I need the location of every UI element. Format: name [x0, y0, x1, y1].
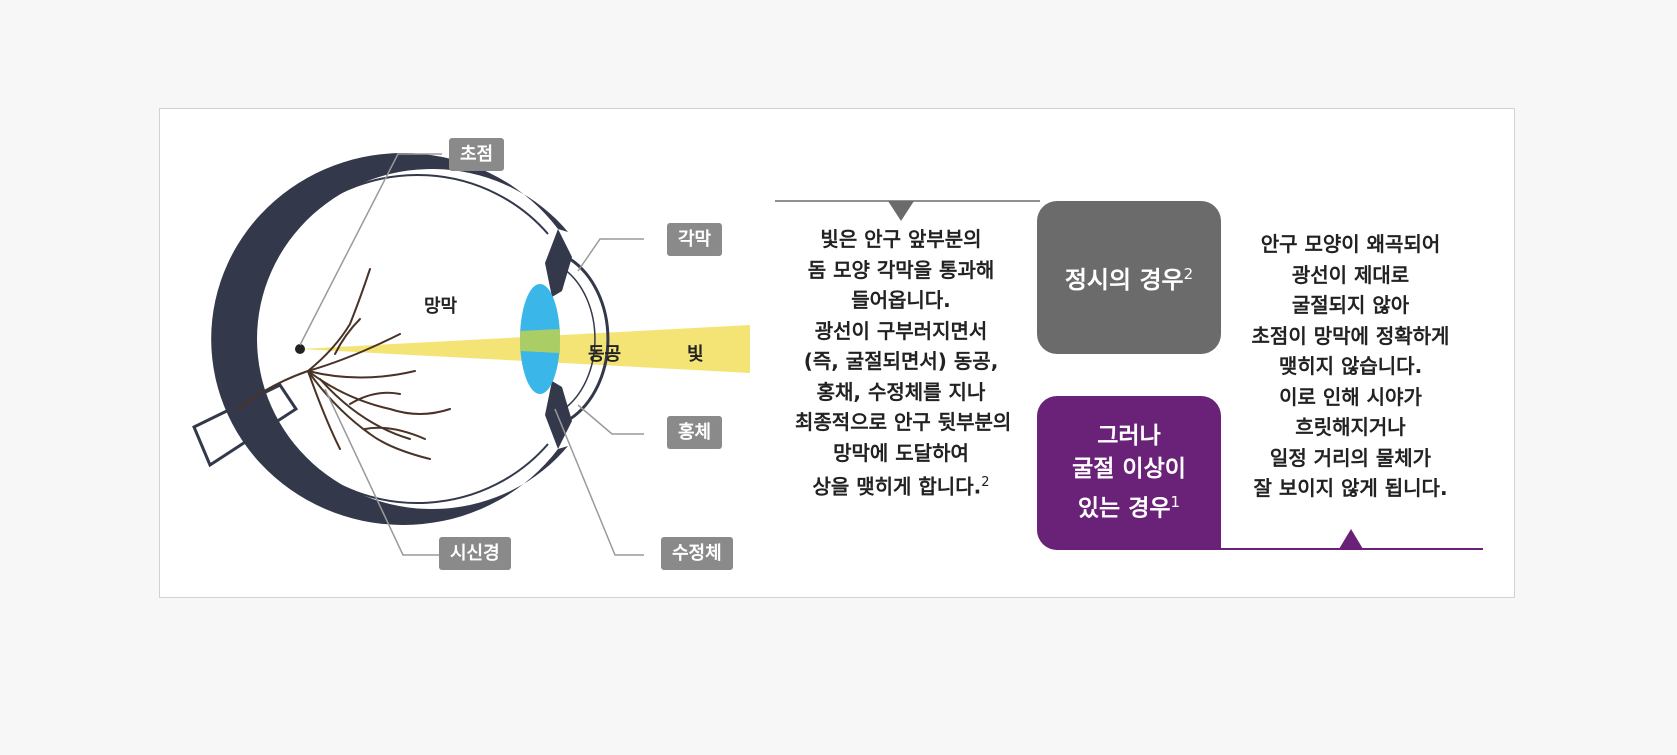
retina-label: 망막	[424, 296, 458, 317]
optic-nerve-tag: 시신경	[439, 537, 511, 570]
footnote-marker: 2	[981, 475, 990, 490]
cornea-tag: 각막	[667, 223, 723, 256]
refractive-error-box: 그러나 굴절 이상이 있는 경우1	[1037, 396, 1221, 550]
footnote-marker: 1	[1170, 493, 1181, 512]
diagram-card: 초점 각막 홍체 시신경 수정체 망막 동공 빛 빛은 안구 앞부분의 돔 모양…	[159, 108, 1515, 598]
iris-upper	[545, 229, 572, 297]
connector-lines	[775, 200, 1483, 550]
normal-vision-title: 정시의 경우	[1064, 266, 1184, 294]
focus-point	[295, 344, 305, 354]
bottom-notch	[1339, 529, 1363, 549]
footnote-marker: 2	[1183, 265, 1194, 283]
light-path-description: 빛은 안구 앞부분의 돔 모양 각막을 통과해 들어옵니다. 광선이 구부러지면…	[795, 227, 1012, 499]
lens-tag: 수정체	[661, 537, 733, 570]
leader-lines	[299, 153, 644, 556]
inner-wall-line	[246, 174, 549, 504]
normal-vision-box: 정시의 경우2	[1037, 201, 1221, 354]
iris-tag: 홍체	[667, 416, 723, 449]
light-label: 빛	[687, 344, 704, 365]
cornea-inner	[563, 268, 596, 410]
top-notch	[888, 201, 914, 221]
refractive-error-description: 안구 모양이 왜곡되어 광선이 제대로 굴절되지 않아 초점이 망막에 정확하게…	[1251, 232, 1450, 500]
lens-beam-overlap	[520, 329, 560, 353]
eye-illustration	[192, 153, 750, 556]
focus-tag: 초점	[449, 138, 505, 171]
cornea-shape	[569, 257, 610, 421]
pupil-label: 동공	[588, 344, 622, 365]
retina-vessels	[237, 268, 451, 460]
